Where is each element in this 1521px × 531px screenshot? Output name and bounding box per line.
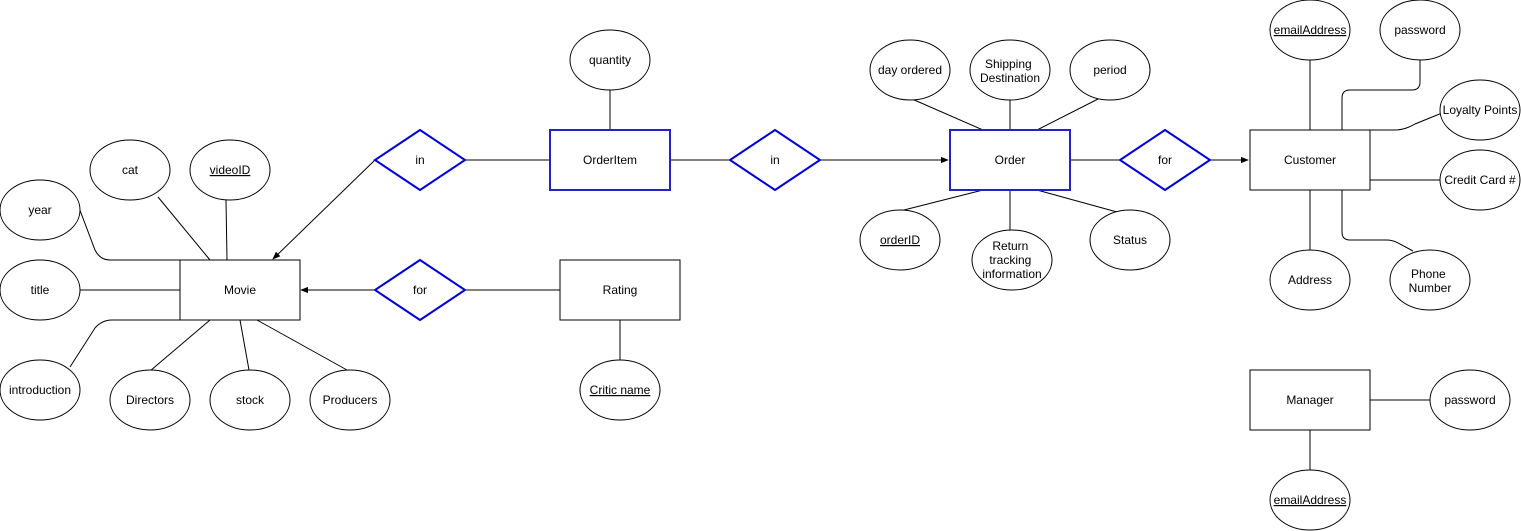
entity-manager[interactable]: Manager [1249,369,1371,431]
edge-orderid-order [899,189,984,212]
attribute-label: Phone Number [1409,267,1452,295]
attribute-label: quantity [589,53,631,67]
attribute-label: Producers [323,393,378,407]
attribute-label: Loyalty Points [1443,103,1518,117]
attribute-label-line: Return [992,239,1028,253]
attribute-return-tracking[interactable]: Return tracking information [971,229,1053,291]
key-attribute-label: videoID [210,163,251,177]
attribute-day-ordered[interactable]: day ordered [869,39,951,101]
edge-stock-movie [239,319,250,371]
key-attribute-label: emailAddress [1274,493,1347,507]
edge-loyalty-customer [1370,112,1443,131]
relationship-rating-movie[interactable]: for [373,258,467,322]
attribute-label: password [1444,393,1495,407]
relationship-diamond [373,258,467,322]
attribute-label-line: Destination [980,71,1040,85]
attribute-year[interactable]: year [0,179,81,241]
weak-entity-border [949,129,1071,191]
edge-cat-movie [157,196,211,261]
attribute-customer-email[interactable]: emailAddress [1269,0,1351,61]
edge-phone-customer [1341,190,1414,252]
relationship-diamond [1118,128,1212,192]
attribute-critic-name[interactable]: Critic name [579,359,661,421]
edge-status-order [1036,189,1118,213]
attribute-address[interactable]: Address [1269,249,1351,311]
attribute-label-line: tracking [989,253,1031,267]
attribute-label: Return tracking information [982,239,1041,281]
entity-orderitem-label: OrderItem [583,153,637,167]
entity-movie-label: Movie [224,283,256,297]
relationship-diamond [728,128,822,192]
attribute-quantity[interactable]: quantity [569,29,651,91]
attribute-label: Address [1288,273,1332,287]
edge-password-customer [1341,60,1421,130]
attribute-loyalty-points[interactable]: Loyalty Points [1439,79,1521,141]
attribute-introduction[interactable]: introduction [0,359,81,421]
attribute-phone-number[interactable]: Phone Number [1389,249,1471,311]
attribute-status[interactable]: Status [1089,209,1171,271]
relationship-orderitem-movie[interactable]: in [373,128,467,192]
attribute-label: cat [122,163,139,177]
edge-dayordered-order [911,98,984,131]
attribute-stock[interactable]: stock [209,369,291,431]
edge-producers-movie [256,319,348,371]
attribute-label-line: Phone [1411,267,1446,281]
entity-customer-label: Customer [1284,153,1336,167]
relationship-orderitem-order[interactable]: in [728,128,822,192]
weak-entity-border [549,129,671,191]
edge-directors-movie [149,319,211,372]
attribute-manager-email[interactable]: emailAddress [1269,469,1351,531]
relationship-diamond [373,128,467,192]
relationship-order-customer[interactable]: for [1118,128,1212,192]
attribute-cat[interactable]: cat [89,139,171,201]
relationship-label: in [770,153,779,167]
attribute-label: year [28,203,51,217]
relationship-label: for [413,283,427,297]
attribute-label: period [1093,63,1126,77]
attribute-label: password [1394,23,1445,37]
edge-introduction-movie [69,319,180,368]
key-attribute-label: orderID [880,233,920,247]
attribute-order-id[interactable]: orderID [859,209,941,271]
attribute-label-line: Shipping [985,57,1032,71]
connectors [69,60,1443,470]
attribute-label: day ordered [878,63,942,77]
attribute-label: Credit Card # [1444,173,1516,187]
attribute-manager-password[interactable]: password [1429,369,1511,431]
entity-orderitem[interactable]: OrderItem [549,129,671,191]
entity-order-label: Order [995,153,1026,167]
entity-rating[interactable]: Rating [559,259,681,321]
attribute-label: title [31,283,50,297]
entity-movie[interactable]: Movie [179,259,301,321]
edge-period-order [1036,97,1101,131]
attribute-label: introduction [9,383,71,397]
entity-customer[interactable]: Customer [1249,129,1371,191]
attribute-customer-password[interactable]: password [1379,0,1461,61]
entity-manager-label: Manager [1286,393,1333,407]
edge-videoid-movie [225,199,228,261]
attribute-producers[interactable]: Producers [309,369,391,431]
attribute-credit-card[interactable]: Credit Card # [1439,149,1521,211]
attribute-label: stock [236,393,265,407]
edge-year-movie [77,204,180,261]
relationship-label: in [415,153,424,167]
attribute-label: Shipping Destination [980,57,1040,85]
attribute-shipping-destination[interactable]: Shipping Destination [969,39,1051,101]
edge-in-movie [272,159,376,260]
attribute-title[interactable]: title [0,259,81,321]
entity-rating-label: Rating [603,283,638,297]
attribute-label-line: Number [1409,281,1452,295]
attribute-label-line: information [982,267,1041,281]
key-attribute-label: emailAddress [1274,23,1347,37]
attribute-directors[interactable]: Directors [109,369,191,431]
key-attribute-label: Critic name [590,383,651,397]
relationship-label: for [1158,153,1172,167]
attribute-label: Status [1113,233,1147,247]
attribute-period[interactable]: period [1069,39,1151,101]
entity-order[interactable]: Order [949,129,1071,191]
attribute-videoid[interactable]: videoID [189,139,271,201]
attribute-label: Directors [126,393,174,407]
